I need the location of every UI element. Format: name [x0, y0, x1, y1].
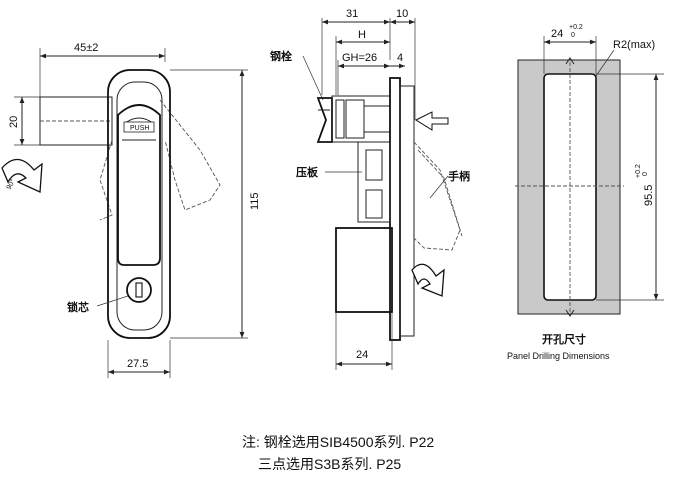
- dim-31: 31: [346, 8, 358, 20]
- cutout-h-tol-upper: +0.2: [635, 164, 642, 178]
- press-plate: [357, 141, 391, 223]
- press-plate-label: 压板: [296, 165, 319, 179]
- note-line-1: 注: 钢栓选用SIB4500系列. P22: [242, 434, 434, 450]
- handle-paddle: [117, 104, 161, 266]
- dim-base-27-5: 27.5: [127, 358, 148, 370]
- lock-core-label: 锁芯: [67, 300, 89, 314]
- handle-swing-ghost: [411, 141, 461, 251]
- dim-10: 10: [396, 8, 408, 20]
- lock-core: [126, 277, 152, 303]
- cutout-title-cn: 开孔尺寸: [542, 332, 586, 346]
- front-view: 45±2 20 PUSH 锁芯 115: [1, 42, 261, 378]
- cutout-h-tol-lower: 0: [642, 172, 649, 176]
- dim-h: H: [358, 29, 366, 41]
- rotation-arrow-side-icon: [411, 263, 445, 297]
- notes: 注: 钢栓选用SIB4500系列. P22 三点选用S3B系列. P25: [242, 434, 434, 472]
- dim-width-45: 45±2: [74, 42, 98, 54]
- handle-label: 手柄: [448, 169, 470, 183]
- push-label: PUSH: [130, 125, 149, 132]
- dim-height-115: 115: [249, 192, 261, 210]
- lock-core-block: [335, 227, 393, 313]
- dim-4: 4: [397, 52, 403, 64]
- cutout-tol-lower: 0: [571, 32, 575, 39]
- rotation-arrow-icon: [1, 158, 43, 193]
- cutout-dim-95-5: 95.5: [643, 185, 655, 206]
- bolt: [316, 97, 333, 143]
- note-line-2: 三点选用S3B系列. P25: [258, 456, 401, 472]
- cutout-view: 24 +0.2 0 R2(max) 95.5 +0.2 0 开孔尺寸 Panel…: [507, 24, 664, 361]
- cutout-dim-24: 24: [551, 28, 563, 40]
- cutout-tol-upper: +0.2: [569, 24, 583, 31]
- bolt-label: 钢栓: [270, 49, 292, 63]
- dim-bottom-24: 24: [356, 349, 368, 361]
- cutout-title-en: Panel Drilling Dimensions: [507, 351, 610, 361]
- side-view: 31 10 H GH=26 4 钢栓 压板: [270, 8, 470, 370]
- dim-shaft-20: 20: [8, 116, 20, 128]
- handle-body: [107, 69, 171, 339]
- dim-gh-26: GH=26: [342, 52, 377, 64]
- cutout-radius: R2(max): [613, 39, 655, 51]
- handle-ghost: [159, 99, 221, 211]
